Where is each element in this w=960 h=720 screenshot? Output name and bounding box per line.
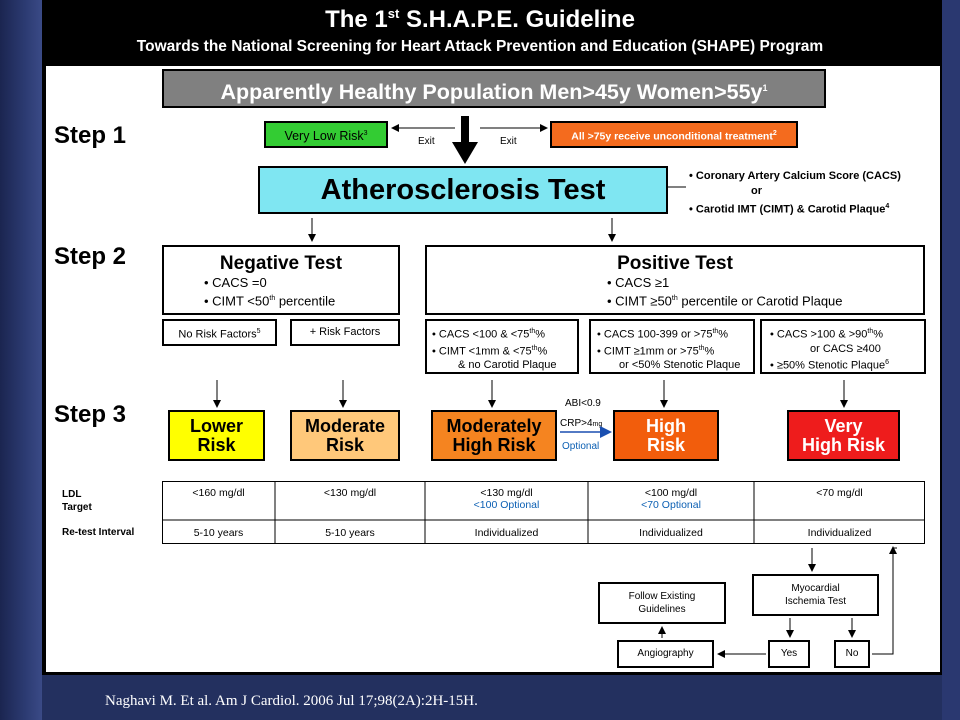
plus-risk-factors-box: + Risk Factors	[290, 319, 400, 346]
no-risk-factors-box: No Risk Factors5	[162, 319, 277, 346]
retest-cell-1: 5-10 years	[193, 527, 244, 539]
ldl-table	[162, 481, 925, 544]
positive-test-box: Positive Test • CACS ≥1 • CIMT ≥50th per…	[425, 245, 925, 315]
slide-background-left	[0, 0, 42, 720]
abi-label: ABI<0.9	[565, 398, 601, 409]
retest-cell-3: Individualized	[474, 527, 539, 539]
step-3-label: Step 3	[54, 401, 127, 428]
retest-interval-label: Re-test Interval	[62, 527, 135, 538]
main-down-arrow	[452, 116, 478, 164]
no-box: No	[834, 640, 870, 668]
criteria-box-2: • CACS 100-399 or >75th% • CIMT ≥1mm or …	[589, 319, 755, 374]
criteria-box-1: • CACS <100 & <75th% • CIMT <1mm & <75th…	[425, 319, 579, 374]
over-75-box: All >75y receive unconditional treatment…	[550, 121, 798, 148]
citation: Naghavi M. Et al. Am J Cardiol. 2006 Jul…	[105, 693, 478, 709]
ldl-cell-5: <70 mg/dl	[816, 487, 863, 499]
retest-cell-5: Individualized	[807, 527, 872, 539]
yes-box: Yes	[768, 640, 810, 668]
page-title: The 1st S.H.A.P.E. Guideline	[325, 6, 635, 33]
ldl-cell-1: <160 mg/dl	[192, 487, 245, 499]
page-subtitle: Towards the National Screening for Heart…	[136, 38, 824, 55]
slide-background-right	[942, 0, 960, 720]
angiography-box: Angiography	[617, 640, 714, 668]
retest-cell-2: 5-10 years	[325, 527, 375, 539]
optional-label: Optional	[562, 441, 600, 452]
ldl-cell-2: <130 mg/dl	[323, 487, 377, 499]
step-1-label: Step 1	[54, 122, 127, 149]
ldl-cell-4: <100 mg/dl<70 Optional	[641, 487, 701, 511]
criteria-box-3: • CACS >100 & >90th% or CACS ≥400 • ≥50%…	[760, 319, 926, 374]
ldl-cell-3: <130 mg/dl<100 Optional	[473, 487, 540, 511]
crp-label: CRP>4mg	[560, 418, 603, 429]
test-options: • Coronary Artery Calcium Score (CACS) o…	[689, 170, 901, 216]
population-box: Apparently Healthy Population Men>45y Wo…	[162, 69, 826, 108]
atherosclerosis-test-box: Atherosclerosis Test	[258, 166, 668, 214]
negative-test-box: Negative Test • CACS =0 • CIMT <50th per…	[162, 245, 400, 315]
retest-cell-4: Individualized	[639, 527, 703, 539]
exit-right-label: Exit	[500, 136, 517, 147]
step-2-label: Step 2	[54, 243, 127, 270]
exit-left-label: Exit	[418, 136, 435, 147]
very-low-risk-box: Very Low Risk3	[264, 121, 388, 148]
